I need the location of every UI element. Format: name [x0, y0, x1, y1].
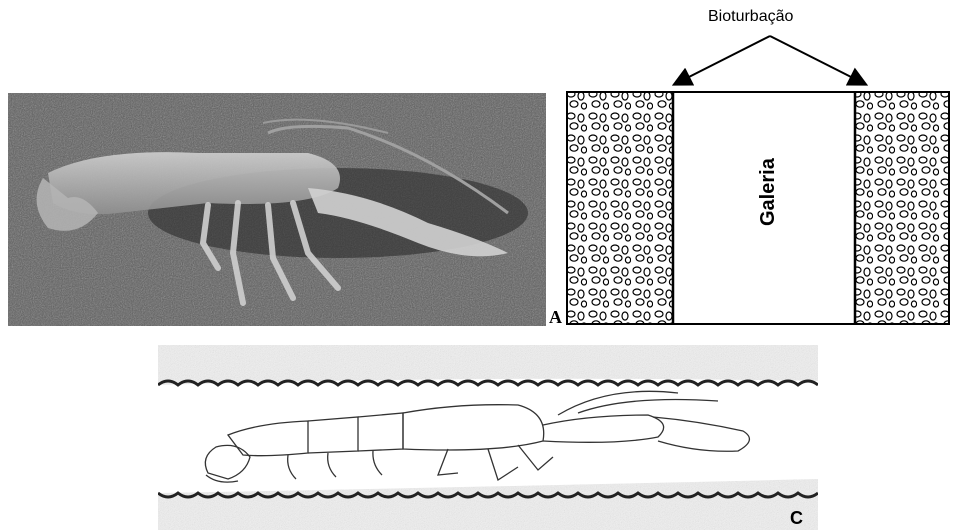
panel-c-label: C — [790, 508, 803, 529]
burrow-drawing — [158, 345, 818, 530]
burrow-drawing-svg — [158, 345, 818, 530]
panel-a-label: A — [549, 308, 562, 326]
bioturbation-label: Bioturbação — [708, 8, 793, 26]
crustacean-photo — [8, 93, 546, 326]
gallery-label: Galeria — [757, 158, 780, 226]
crustacean-photo-drawing — [8, 93, 546, 326]
